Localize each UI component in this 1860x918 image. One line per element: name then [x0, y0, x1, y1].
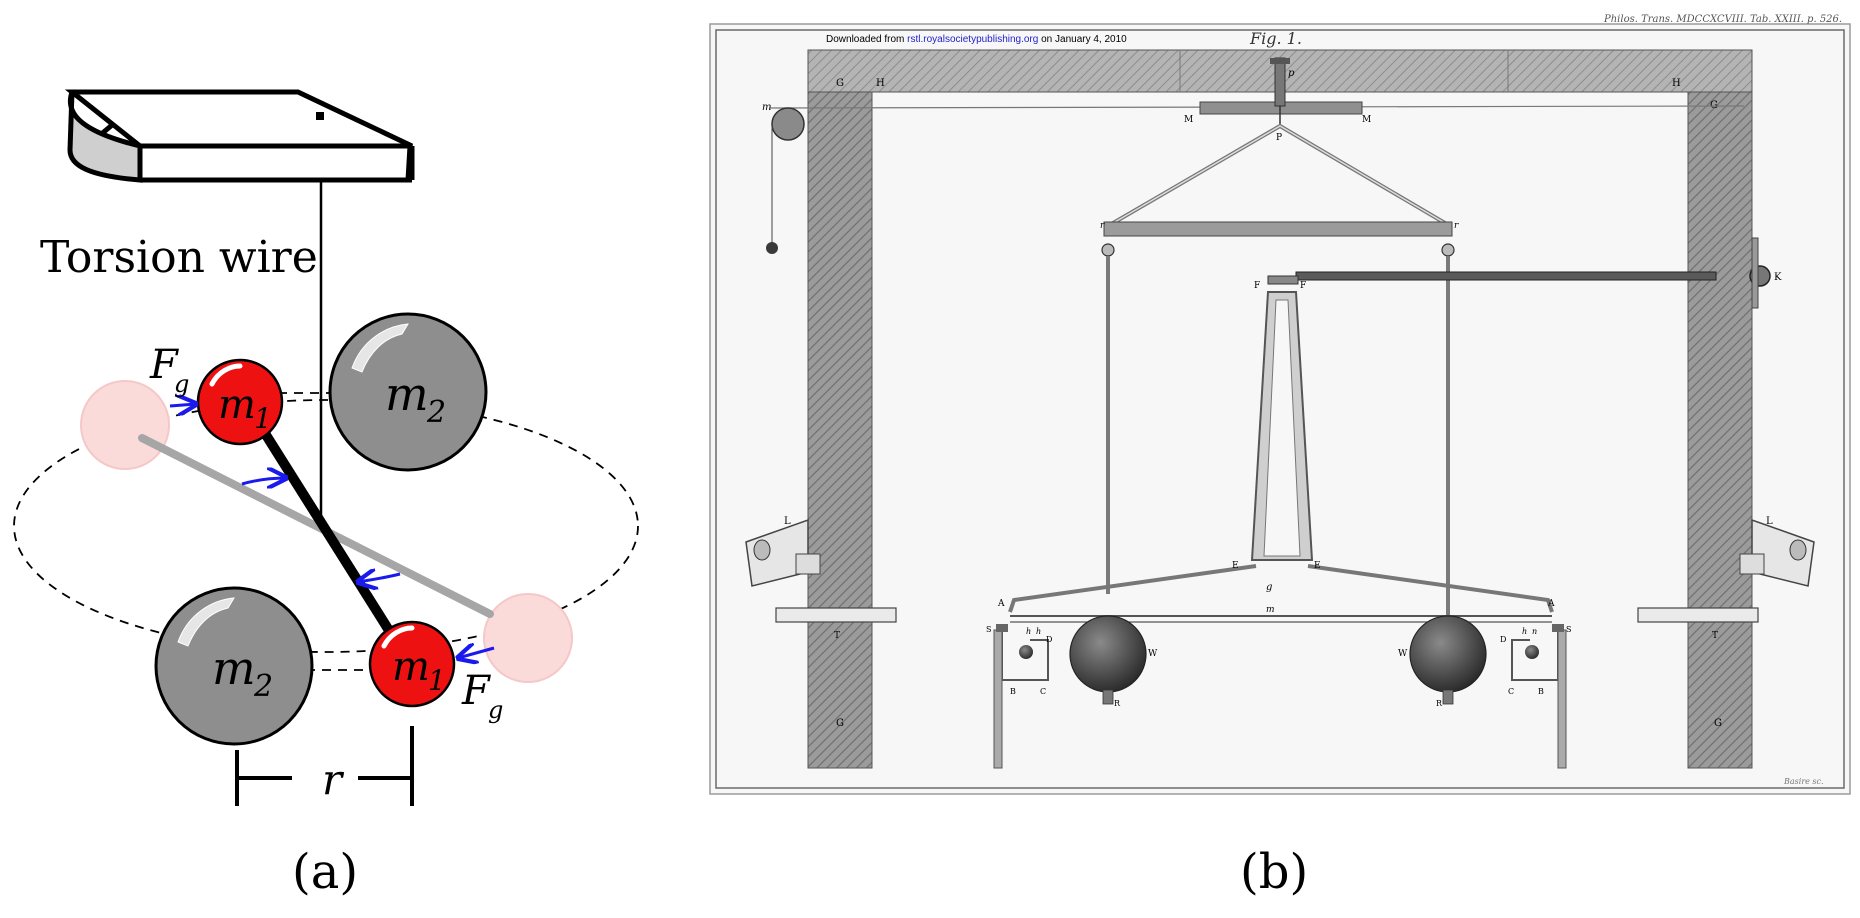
small-mass-subscript: 1	[428, 664, 446, 697]
lamps-and-telescopes: L L T T	[745, 516, 1815, 641]
label-C: C	[1508, 687, 1514, 696]
label-L: L	[1766, 516, 1773, 527]
label-G: G	[1714, 718, 1722, 729]
force-label-subscript: g	[174, 370, 189, 398]
label-B: B	[1010, 687, 1016, 696]
force-label: F	[461, 668, 491, 714]
label-P: P	[1276, 133, 1282, 143]
force-label: F	[149, 342, 179, 388]
label-m: m	[762, 102, 771, 113]
label-M: M	[1362, 115, 1371, 125]
label-g: g	[1266, 582, 1272, 593]
label-m: m	[1266, 605, 1275, 615]
equilibrium-rod	[138, 434, 494, 618]
download-notice: Downloaded from rstl.royalsocietypublish…	[826, 34, 1127, 45]
label-T: T	[834, 631, 840, 641]
distance-marker: r	[235, 726, 414, 806]
room-walls	[807, 49, 1753, 769]
large-mass-label: m	[385, 367, 429, 421]
force-label-subscript: g	[488, 696, 503, 724]
panel-b-caption: (b)	[1240, 844, 1308, 900]
rotation-path	[13, 399, 639, 653]
balance-rod	[239, 395, 395, 637]
label-K: K	[1774, 272, 1782, 283]
label-h: h	[1522, 627, 1527, 636]
engraver-signature: Basire sc.	[1783, 777, 1824, 786]
small-mass-bottom: m 1	[368, 620, 456, 708]
label-S: S	[986, 625, 991, 634]
wire-anchor-point	[316, 112, 324, 120]
label-H: H	[876, 78, 885, 89]
small-mass-top: m 1	[196, 358, 284, 446]
label-n: n	[1532, 627, 1537, 636]
counterweight-assembly: m M M	[762, 101, 1745, 254]
label-h: h	[1026, 627, 1031, 636]
label-W: W	[1398, 649, 1408, 659]
label-M: M	[1184, 115, 1193, 125]
small-mass-label: m	[218, 382, 256, 428]
label-F: F	[1300, 281, 1306, 291]
label-W: W	[1148, 649, 1158, 659]
label-R: R	[1114, 699, 1121, 708]
label-T: T	[1712, 631, 1718, 641]
equilibrium-mass-right	[483, 593, 573, 683]
label-A: A	[997, 599, 1005, 609]
equilibrium-mass-left	[80, 380, 170, 470]
label-C: C	[1040, 687, 1046, 696]
rotation-arrow-bottom	[358, 574, 401, 582]
label-R: R	[1436, 699, 1443, 708]
torsion-wire-label: Torsion wire	[40, 232, 318, 283]
label-E: E	[1232, 561, 1239, 571]
suspension-frame: r r	[1100, 123, 1459, 618]
support-stands: S S	[986, 624, 1571, 769]
large-lead-weights: W W R R	[1069, 615, 1487, 708]
large-mass-subscript: 2	[253, 669, 273, 704]
plate-header: Philos. Trans. MDCCXCVIII. Tab. XXIII. p…	[1603, 14, 1842, 25]
cavendish-apparatus-engraving: Downloaded from rstl.royalsocietypublish…	[709, 14, 1851, 900]
central-stand: E E g m A A	[997, 291, 1555, 615]
label-F: F	[1254, 281, 1260, 291]
plate-border	[715, 29, 1845, 789]
label-B: B	[1538, 687, 1544, 696]
label-r: r	[1100, 221, 1105, 231]
force-arrow-bottom	[458, 648, 495, 658]
label-D: D	[1046, 635, 1052, 644]
label-L: L	[784, 516, 791, 527]
small-mass-label: m	[392, 644, 430, 690]
label-h: h	[1036, 627, 1041, 636]
label-S: S	[1566, 625, 1571, 634]
large-mass-label: m	[212, 641, 256, 695]
label-E: E	[1314, 561, 1321, 571]
label-p: p	[1288, 68, 1295, 79]
label-H: H	[1672, 78, 1681, 89]
suspension-point: p P	[1270, 57, 1295, 143]
large-mass-subscript: 2	[426, 395, 446, 430]
distance-label: r	[322, 755, 345, 804]
figure-title: Fig. 1.	[1249, 29, 1302, 48]
large-mass-bottom: m 2	[154, 586, 314, 746]
label-r: r	[1454, 221, 1459, 231]
torsion-balance-diagram: Torsion wire m 2 m 2 m 1	[13, 89, 639, 900]
label-G: G	[836, 78, 844, 89]
label-A: A	[1547, 599, 1555, 609]
label-G: G	[836, 718, 844, 729]
label-D: D	[1500, 635, 1506, 644]
ceiling-support	[64, 89, 415, 183]
rotation-arrow-top	[241, 478, 286, 484]
panel-a-caption: (a)	[292, 844, 358, 900]
force-arrow-top	[169, 404, 196, 406]
large-mass-top: m 2	[328, 312, 488, 472]
small-mass-subscript: 1	[254, 402, 272, 435]
